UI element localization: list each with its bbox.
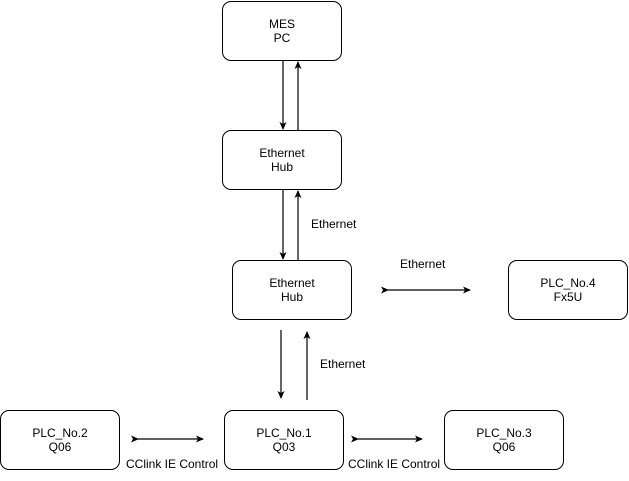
node-label-line2: Hub (280, 290, 303, 304)
node-ethernet-hub-1[interactable]: Ethernet Hub (222, 130, 342, 190)
node-label-line1: PLC_No.1 (256, 426, 312, 440)
node-label-line2: PC (273, 31, 291, 45)
node-mes-pc[interactable]: MES PC (222, 1, 342, 61)
node-plc-no4[interactable]: PLC_No.4 Fx5U (508, 260, 628, 320)
node-label-line1: Ethernet (269, 276, 315, 290)
node-plc-no3[interactable]: PLC_No.3 Q06 (444, 410, 564, 470)
node-label-line1: Ethernet (259, 146, 305, 160)
edge-label-hub2-plc4: Ethernet (400, 257, 446, 271)
node-label-line2: Q06 (48, 440, 72, 454)
edge-label-hub2-plc1: Ethernet (320, 357, 366, 371)
edge-label-hub1-hub2: Ethernet (311, 217, 357, 231)
node-label-line1: PLC_No.4 (540, 276, 596, 290)
edge-label-plc1-plc3: CClink IE Control (348, 457, 441, 471)
node-label-line2: Fx5U (553, 290, 583, 304)
node-label-line2: Hub (270, 160, 293, 174)
node-label-line1: PLC_No.3 (476, 426, 532, 440)
node-label-line1: MES (268, 17, 295, 31)
node-label-line1: PLC_No.2 (32, 426, 88, 440)
node-ethernet-hub-2[interactable]: Ethernet Hub (232, 260, 352, 320)
node-label-line2: Q06 (492, 440, 516, 454)
node-plc-no1[interactable]: PLC_No.1 Q03 (224, 410, 344, 470)
edge-label-plc2-plc1: CClink IE Control (126, 457, 219, 471)
node-plc-no2[interactable]: PLC_No.2 Q06 (0, 410, 120, 470)
node-label-line2: Q03 (272, 440, 296, 454)
